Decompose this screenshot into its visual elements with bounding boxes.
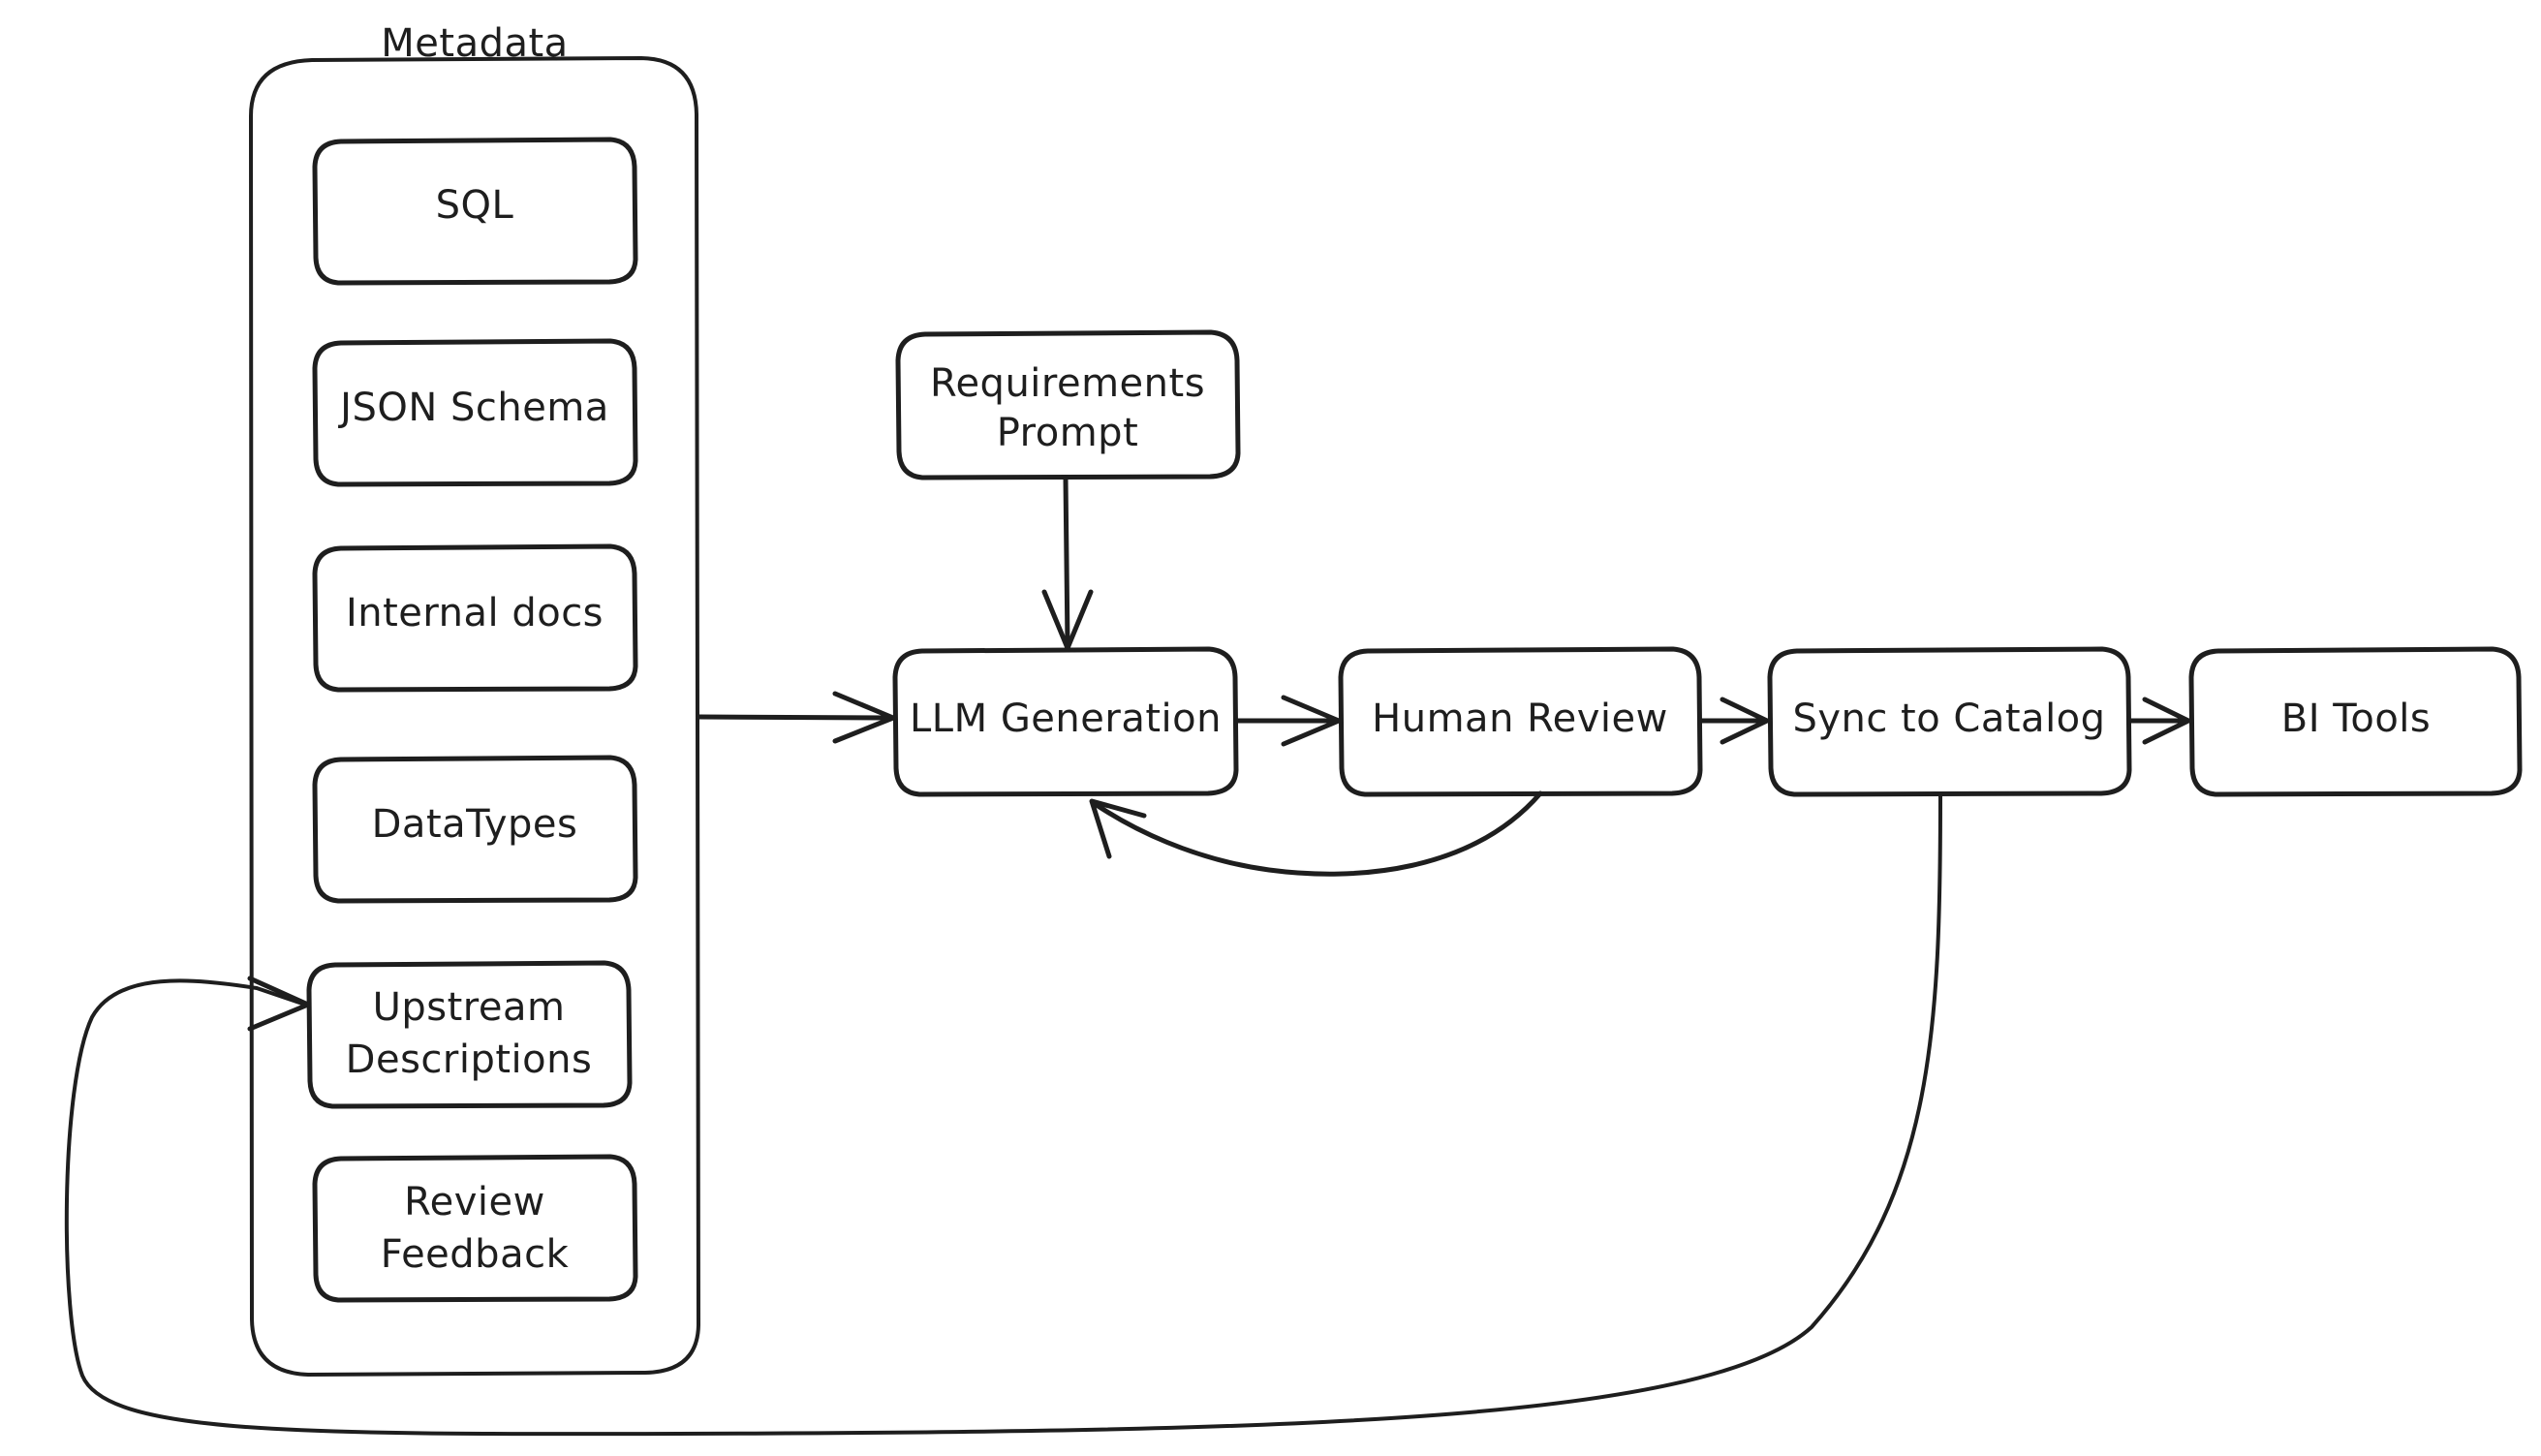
arrowhead-icon <box>1041 589 1094 651</box>
datatypes-box-outline <box>312 755 638 904</box>
arrowhead-icon <box>832 691 896 744</box>
metadata-container-outline <box>249 56 700 1377</box>
json-schema-label: JSON Schema <box>337 386 609 430</box>
upstream-descriptions-label-line1: Upstream <box>373 985 566 1030</box>
requirements-prompt-label-line2: Prompt <box>997 411 1139 455</box>
node-bi-tools[interactable]: BI Tools <box>2188 646 2523 797</box>
edge-line <box>64 794 1942 1437</box>
llm-generation-box-outline <box>892 646 1239 797</box>
human-review-box-outline <box>1338 646 1703 797</box>
bi-tools-label: BI Tools <box>2281 697 2432 741</box>
review-feedback-label-line1: Review <box>404 1180 545 1224</box>
llm-generation-label: LLM Generation <box>910 697 1222 741</box>
node-sync-to-catalog[interactable]: Sync to Catalog <box>1767 646 2132 797</box>
upstream-descriptions-box-outline <box>306 960 633 1109</box>
edge-line <box>697 714 892 721</box>
node-upstream-descriptions[interactable]: Upstream Descriptions <box>306 960 633 1109</box>
node-review-feedback[interactable]: Review Feedback <box>312 1154 638 1303</box>
node-requirements-prompt[interactable]: Requirements Prompt <box>895 329 1241 480</box>
node-human-review[interactable]: Human Review <box>1338 646 1703 797</box>
sync-to-catalog-box-outline <box>1767 646 2132 797</box>
edge-requirements-prompt-to-llm-generation <box>1041 476 1094 651</box>
sql-box-outline <box>312 137 638 286</box>
edge-line <box>1094 790 1543 877</box>
sync-to-catalog-label: Sync to Catalog <box>1792 697 2105 741</box>
requirements-prompt-label-line1: Requirements <box>930 361 1205 406</box>
review-feedback-box-outline <box>312 1154 638 1303</box>
edge-human-review-to-sync-to-catalog <box>1699 697 1770 745</box>
edge-llm-generation-to-human-review <box>1235 695 1342 747</box>
internal-docs-label: Internal docs <box>346 591 604 635</box>
group-metadata-label: Metadata <box>381 21 568 66</box>
edge-sync-to-catalog-feedback-loop <box>64 794 1942 1437</box>
node-json-schema[interactable]: JSON Schema <box>312 338 638 487</box>
edge-metadata-to-llm-generation <box>697 691 896 744</box>
edge-line <box>1063 476 1070 648</box>
edge-sync-to-catalog-to-bi-tools <box>2128 697 2191 745</box>
edge-human-review-feedback-loop <box>1089 790 1543 877</box>
arrowhead-icon <box>1281 695 1342 747</box>
arrowhead-icon <box>1720 697 1770 745</box>
node-llm-generation[interactable]: LLM Generation <box>892 646 1239 797</box>
sql-label: SQL <box>436 183 514 228</box>
arrowhead-icon <box>247 976 311 1032</box>
requirements-prompt-box-outline <box>895 329 1241 480</box>
json-schema-box-outline <box>312 338 638 487</box>
datatypes-label: DataTypes <box>372 802 578 847</box>
node-internal-docs[interactable]: Internal docs <box>312 543 638 693</box>
arrowhead-icon <box>2142 697 2191 745</box>
group-metadata[interactable]: Metadata <box>249 21 700 1377</box>
human-review-label: Human Review <box>1372 697 1668 741</box>
internal-docs-box-outline <box>312 543 638 693</box>
bi-tools-box-outline <box>2188 646 2523 797</box>
review-feedback-label-line2: Feedback <box>381 1232 570 1277</box>
node-sql[interactable]: SQL <box>312 137 638 286</box>
arrowhead-icon <box>1089 798 1147 859</box>
upstream-descriptions-label-line2: Descriptions <box>346 1038 593 1082</box>
node-datatypes[interactable]: DataTypes <box>312 755 638 904</box>
